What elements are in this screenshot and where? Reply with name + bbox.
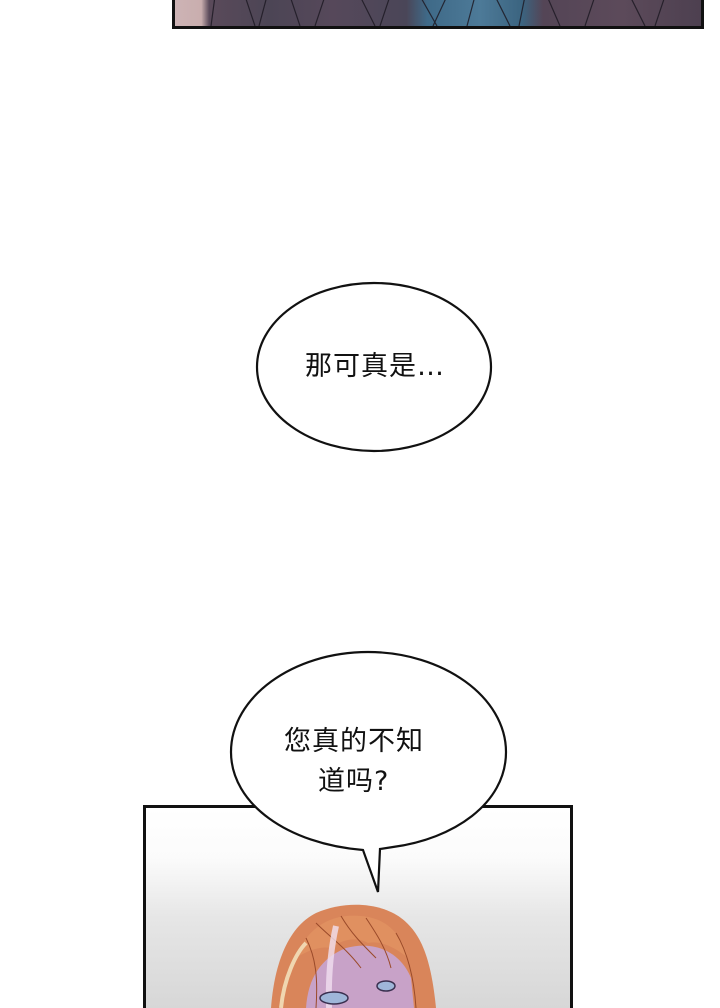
bubble-2-line-2: 道吗? bbox=[318, 766, 390, 797]
bubble-1-text: 那可真是… bbox=[254, 347, 496, 387]
top-comic-panel bbox=[172, 0, 704, 29]
bubble-2-line-1: 您真的不知 bbox=[284, 726, 424, 757]
speech-bubble-1 bbox=[255, 281, 493, 453]
bubble-2-text: 您真的不知 道吗? bbox=[228, 722, 510, 802]
speech-bubble-2 bbox=[229, 650, 508, 893]
bubble-1-line-1: 那可真是… bbox=[305, 351, 445, 382]
clothing-lines-art bbox=[210, 0, 665, 26]
